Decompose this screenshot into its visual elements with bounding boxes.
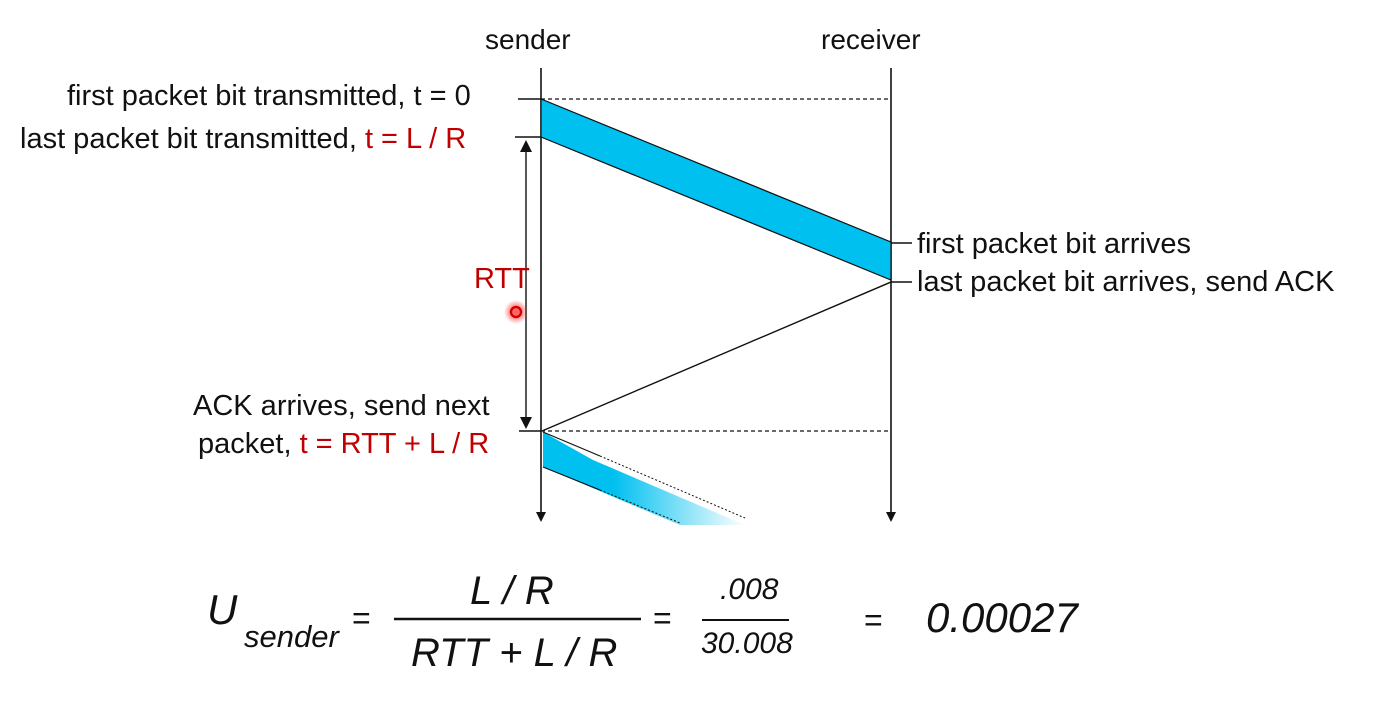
formula-numeric-numerator: .008	[720, 573, 779, 606]
laser-pointer-glow	[504, 300, 528, 324]
rtt-label: RTT	[474, 263, 530, 295]
ack-arrives-label-line2: packet, t = RTT + L / R	[198, 430, 489, 459]
last-bit-arrives-label: last packet bit arrives, send ACK	[917, 266, 1335, 298]
formula-denominator: RTT + L / R	[411, 631, 618, 675]
receiver-column-label: receiver	[821, 24, 921, 55]
packet-transmission-band	[540, 98, 892, 281]
sender-column-label: sender	[485, 24, 571, 55]
sender-timeline-arrowhead	[536, 512, 546, 522]
formula-U: U	[207, 586, 238, 633]
ack-arrives-text: packet,	[198, 428, 300, 460]
last-bit-transmitted-text: last packet bit transmitted,	[20, 123, 365, 155]
rtt-arrowhead-top	[520, 140, 532, 152]
ack-arrives-label-line1: ACK arrives, send next	[193, 390, 490, 422]
formula-numerator: L / R	[470, 569, 554, 613]
rtt-arrowhead-bottom	[520, 417, 532, 429]
formula-result: 0.00027	[926, 594, 1078, 641]
ack-arrives-time: t = RTT + L / R	[299, 428, 490, 460]
last-bit-transmitted-label: last packet bit transmitted, t = L / R	[20, 125, 466, 154]
next-packet-top-edge	[542, 431, 601, 457]
formula-equals-2: =	[653, 600, 672, 636]
formula-equals-3: =	[864, 602, 883, 638]
formula-equals-1: =	[352, 600, 371, 636]
ack-line	[541, 281, 892, 432]
formula-numeric-denominator: 30.008	[701, 627, 793, 660]
next-packet-bottom-edge-dotted	[599, 489, 681, 524]
receiver-timeline-arrowhead	[886, 512, 896, 522]
next-packet-band	[543, 432, 745, 525]
formula-subscript: sender	[244, 619, 339, 654]
laser-pointer-ring	[509, 305, 523, 319]
next-packet-bottom-edge	[542, 466, 601, 491]
last-bit-time: t = L / R	[364, 123, 467, 155]
first-bit-arrives-label: first packet bit arrives	[917, 228, 1191, 260]
first-bit-transmitted-label: first packet bit transmitted, t = 0	[67, 80, 471, 112]
